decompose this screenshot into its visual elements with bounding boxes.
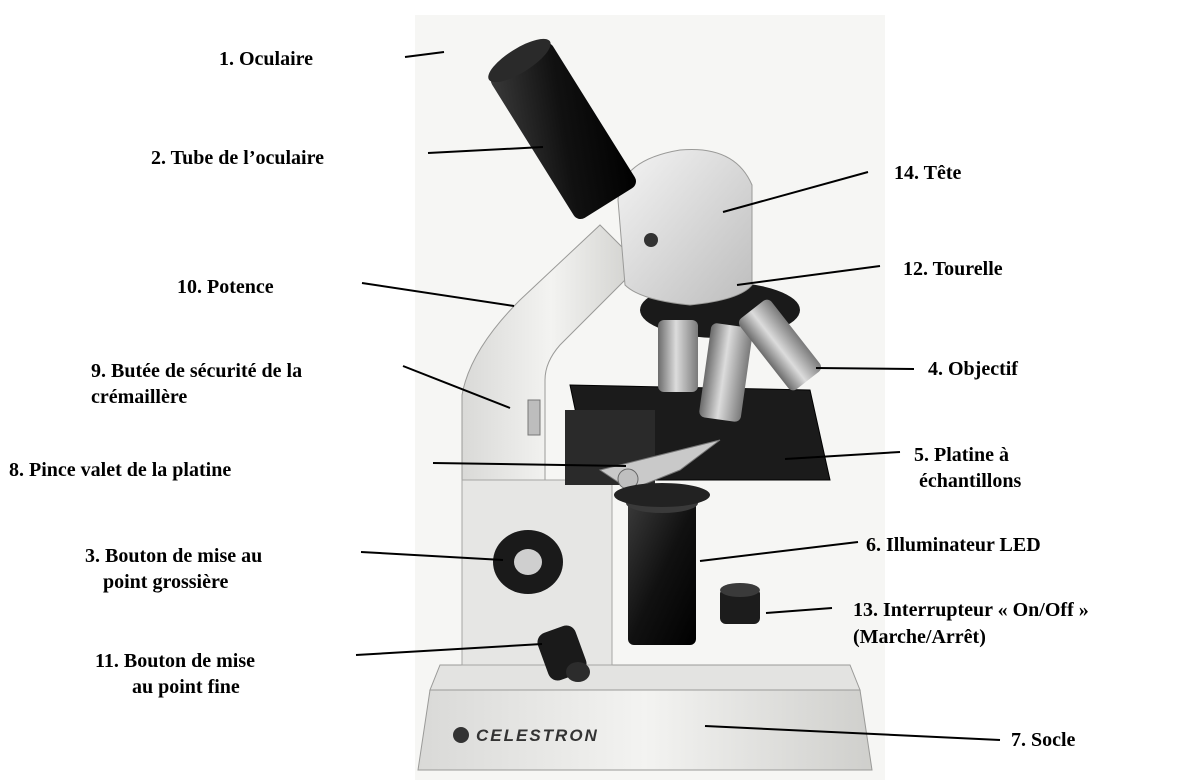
label-illuminateur: 6. Illuminateur LED (866, 532, 1041, 558)
leader-interrupteur (766, 608, 832, 613)
label-butee-line2: crémaillère (91, 384, 187, 410)
label-platine-line1: 5. Platine à (914, 442, 1009, 468)
label-grossiere-line2: point grossière (103, 569, 228, 595)
label-butee-line1: 9. Butée de sécurité de la (91, 358, 302, 384)
label-potence: 10. Potence (177, 274, 274, 300)
label-objectif: 4. Objectif (928, 356, 1018, 382)
leader-oculaire (405, 52, 444, 57)
label-socle: 7. Socle (1011, 727, 1075, 753)
label-oculaire: 1. Oculaire (219, 46, 313, 72)
leader-tourelle (737, 266, 880, 285)
leader-potence (362, 283, 514, 306)
leader-platine (785, 452, 900, 459)
leader-illuminateur (700, 542, 858, 561)
leader-pince (433, 463, 626, 466)
label-interrupteur-line2: (Marche/Arrêt) (853, 624, 986, 650)
leader-socle (705, 726, 1000, 740)
leader-objectif (816, 368, 914, 369)
label-pince-valet: 8. Pince valet de la platine (9, 457, 231, 483)
leader-tube (428, 147, 543, 153)
label-tube-oculaire: 2. Tube de l’oculaire (151, 145, 324, 171)
label-tete: 14. Tête (894, 160, 961, 186)
label-platine-line2: échantillons (919, 468, 1021, 494)
label-fine-line1: 11. Bouton de mise (95, 648, 255, 674)
leader-grossiere (361, 552, 503, 560)
label-tourelle: 12. Tourelle (903, 256, 1003, 282)
leader-tete (723, 172, 868, 212)
label-grossiere-line1: 3. Bouton de mise au (85, 543, 262, 569)
leader-butee (403, 366, 510, 408)
label-interrupteur-line1: 13. Interrupteur « On/Off » (853, 597, 1089, 623)
leader-fine (356, 644, 542, 655)
label-fine-line2: au point fine (132, 674, 240, 700)
